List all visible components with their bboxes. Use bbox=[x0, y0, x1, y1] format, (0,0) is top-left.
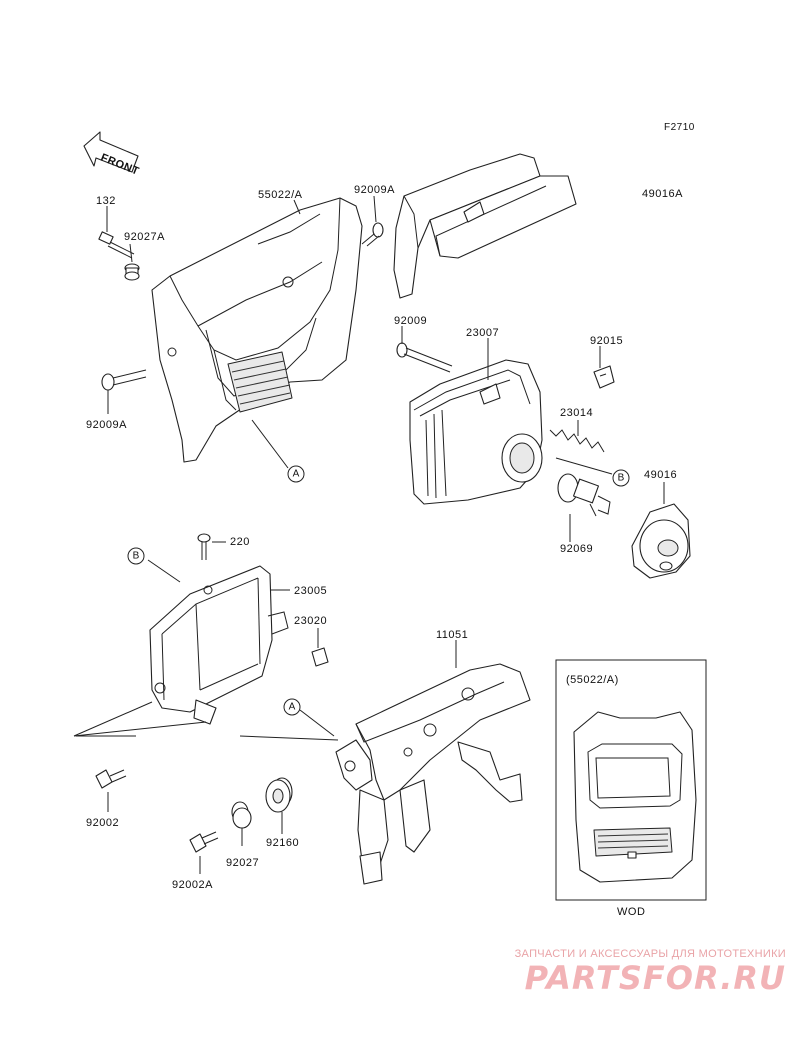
part-label-92160: 92160 bbox=[266, 837, 299, 849]
cap-49016-part bbox=[631, 503, 691, 579]
grommet-92160-part bbox=[265, 777, 293, 813]
visor-part bbox=[393, 153, 577, 299]
part-label-92009A-upper: 92009A bbox=[354, 184, 395, 196]
callout-b-left: B bbox=[127, 547, 145, 565]
bulb-92069-part bbox=[557, 473, 611, 517]
spring-23014-part bbox=[549, 429, 605, 453]
callout-a-upper: A bbox=[287, 465, 305, 483]
callout-b-right: B bbox=[612, 469, 630, 487]
part-label-23007: 23007 bbox=[466, 327, 499, 339]
part-number-labels: 132 92027A 55022/A 92009A 49016A 92009A … bbox=[86, 184, 683, 891]
callout-a-lower: A bbox=[283, 698, 301, 716]
part-label-11051: 11051 bbox=[436, 629, 468, 641]
part-label-49016: 49016 bbox=[644, 469, 677, 481]
clip-92015-part bbox=[593, 365, 615, 389]
bolt-92002A-part bbox=[189, 831, 219, 853]
front-arrow-icon: FRONT bbox=[83, 131, 141, 178]
screw-92009-part bbox=[396, 342, 453, 373]
collar-92027A-part bbox=[124, 263, 140, 281]
figure-code: F2710 bbox=[664, 122, 695, 133]
nut-23020-part bbox=[311, 647, 329, 667]
watermark-tagline: ЗАПЧАСТИ И АКСЕССУАРЫ ДЛЯ МОТОТЕХНИКИ bbox=[514, 948, 786, 960]
leader-lines bbox=[73, 195, 665, 874]
collar-92027-part bbox=[231, 801, 252, 829]
svg-text:A: A bbox=[289, 702, 296, 713]
inset-caption: WOD bbox=[617, 906, 645, 918]
screw-220-part bbox=[197, 533, 211, 560]
headlight-frame-part bbox=[335, 663, 531, 885]
bolt-132-part bbox=[98, 231, 135, 259]
part-label-92027A: 92027A bbox=[124, 231, 165, 243]
part-label-55022A: 55022/A bbox=[258, 189, 303, 201]
part-label-92009A-lower: 92009A bbox=[86, 419, 127, 431]
part-label-92027: 92027 bbox=[226, 857, 259, 869]
inset-variant-box: (55022/A) WOD bbox=[555, 659, 707, 918]
headlight-cover-part bbox=[151, 197, 363, 463]
part-label-220: 220 bbox=[230, 536, 250, 548]
svg-text:B: B bbox=[133, 551, 140, 562]
watermark-logo: PARTSFOR.RU bbox=[524, 959, 786, 997]
part-label-92069: 92069 bbox=[560, 543, 593, 555]
part-label-92002A: 92002A bbox=[172, 879, 213, 891]
screw-92009A-upper-part bbox=[361, 222, 384, 247]
part-label-23020: 23020 bbox=[294, 615, 327, 627]
part-label-92009: 92009 bbox=[394, 315, 427, 327]
screw-92009A-lower-part bbox=[101, 369, 147, 391]
part-label-23014: 23014 bbox=[560, 407, 593, 419]
headlight-bracket-part bbox=[149, 565, 289, 725]
watermark: ЗАПЧАСТИ И АКСЕССУАРЫ ДЛЯ МОТОТЕХНИКИ PA… bbox=[486, 948, 786, 996]
part-label-132: 132 bbox=[96, 195, 116, 207]
bolt-92002-part bbox=[95, 769, 127, 789]
part-label-23005: 23005 bbox=[294, 585, 327, 597]
part-label-92015: 92015 bbox=[590, 335, 623, 347]
part-label-92002: 92002 bbox=[86, 817, 119, 829]
svg-text:B: B bbox=[618, 473, 625, 484]
svg-text:A: A bbox=[293, 469, 300, 480]
headlight-unit-part bbox=[409, 359, 543, 505]
part-label-49016A: 49016A bbox=[642, 188, 683, 200]
inset-title: (55022/A) bbox=[566, 674, 619, 686]
